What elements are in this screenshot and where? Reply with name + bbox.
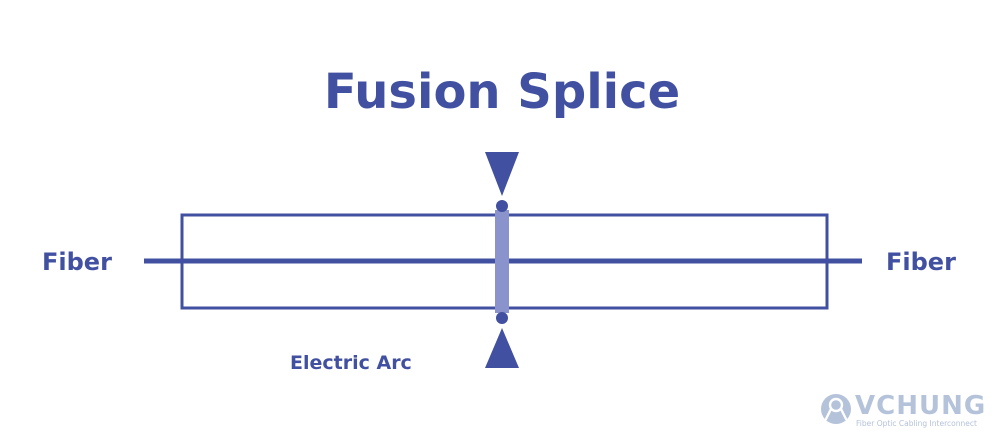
bottom-electrode-icon	[485, 328, 519, 368]
electric-arc-label: Electric Arc	[290, 352, 412, 374]
electric-arc-bar	[495, 210, 509, 313]
diagram-title: Fusion Splice	[324, 64, 680, 120]
fiber-label-left: Fiber	[42, 248, 112, 276]
bottom-electrode-tip	[496, 312, 508, 324]
brand-name: VCHUNG	[855, 391, 986, 421]
brand-tagline: Fiber Optic Cabling Interconnect	[856, 419, 977, 428]
brand-watermark: VCHUNG Fiber Optic Cabling Interconnect	[821, 391, 986, 428]
top-electrode-icon	[485, 152, 519, 196]
ribbon-loop-icon	[821, 394, 851, 424]
fiber-label-right: Fiber	[886, 248, 956, 276]
top-electrode-tip	[496, 200, 508, 212]
